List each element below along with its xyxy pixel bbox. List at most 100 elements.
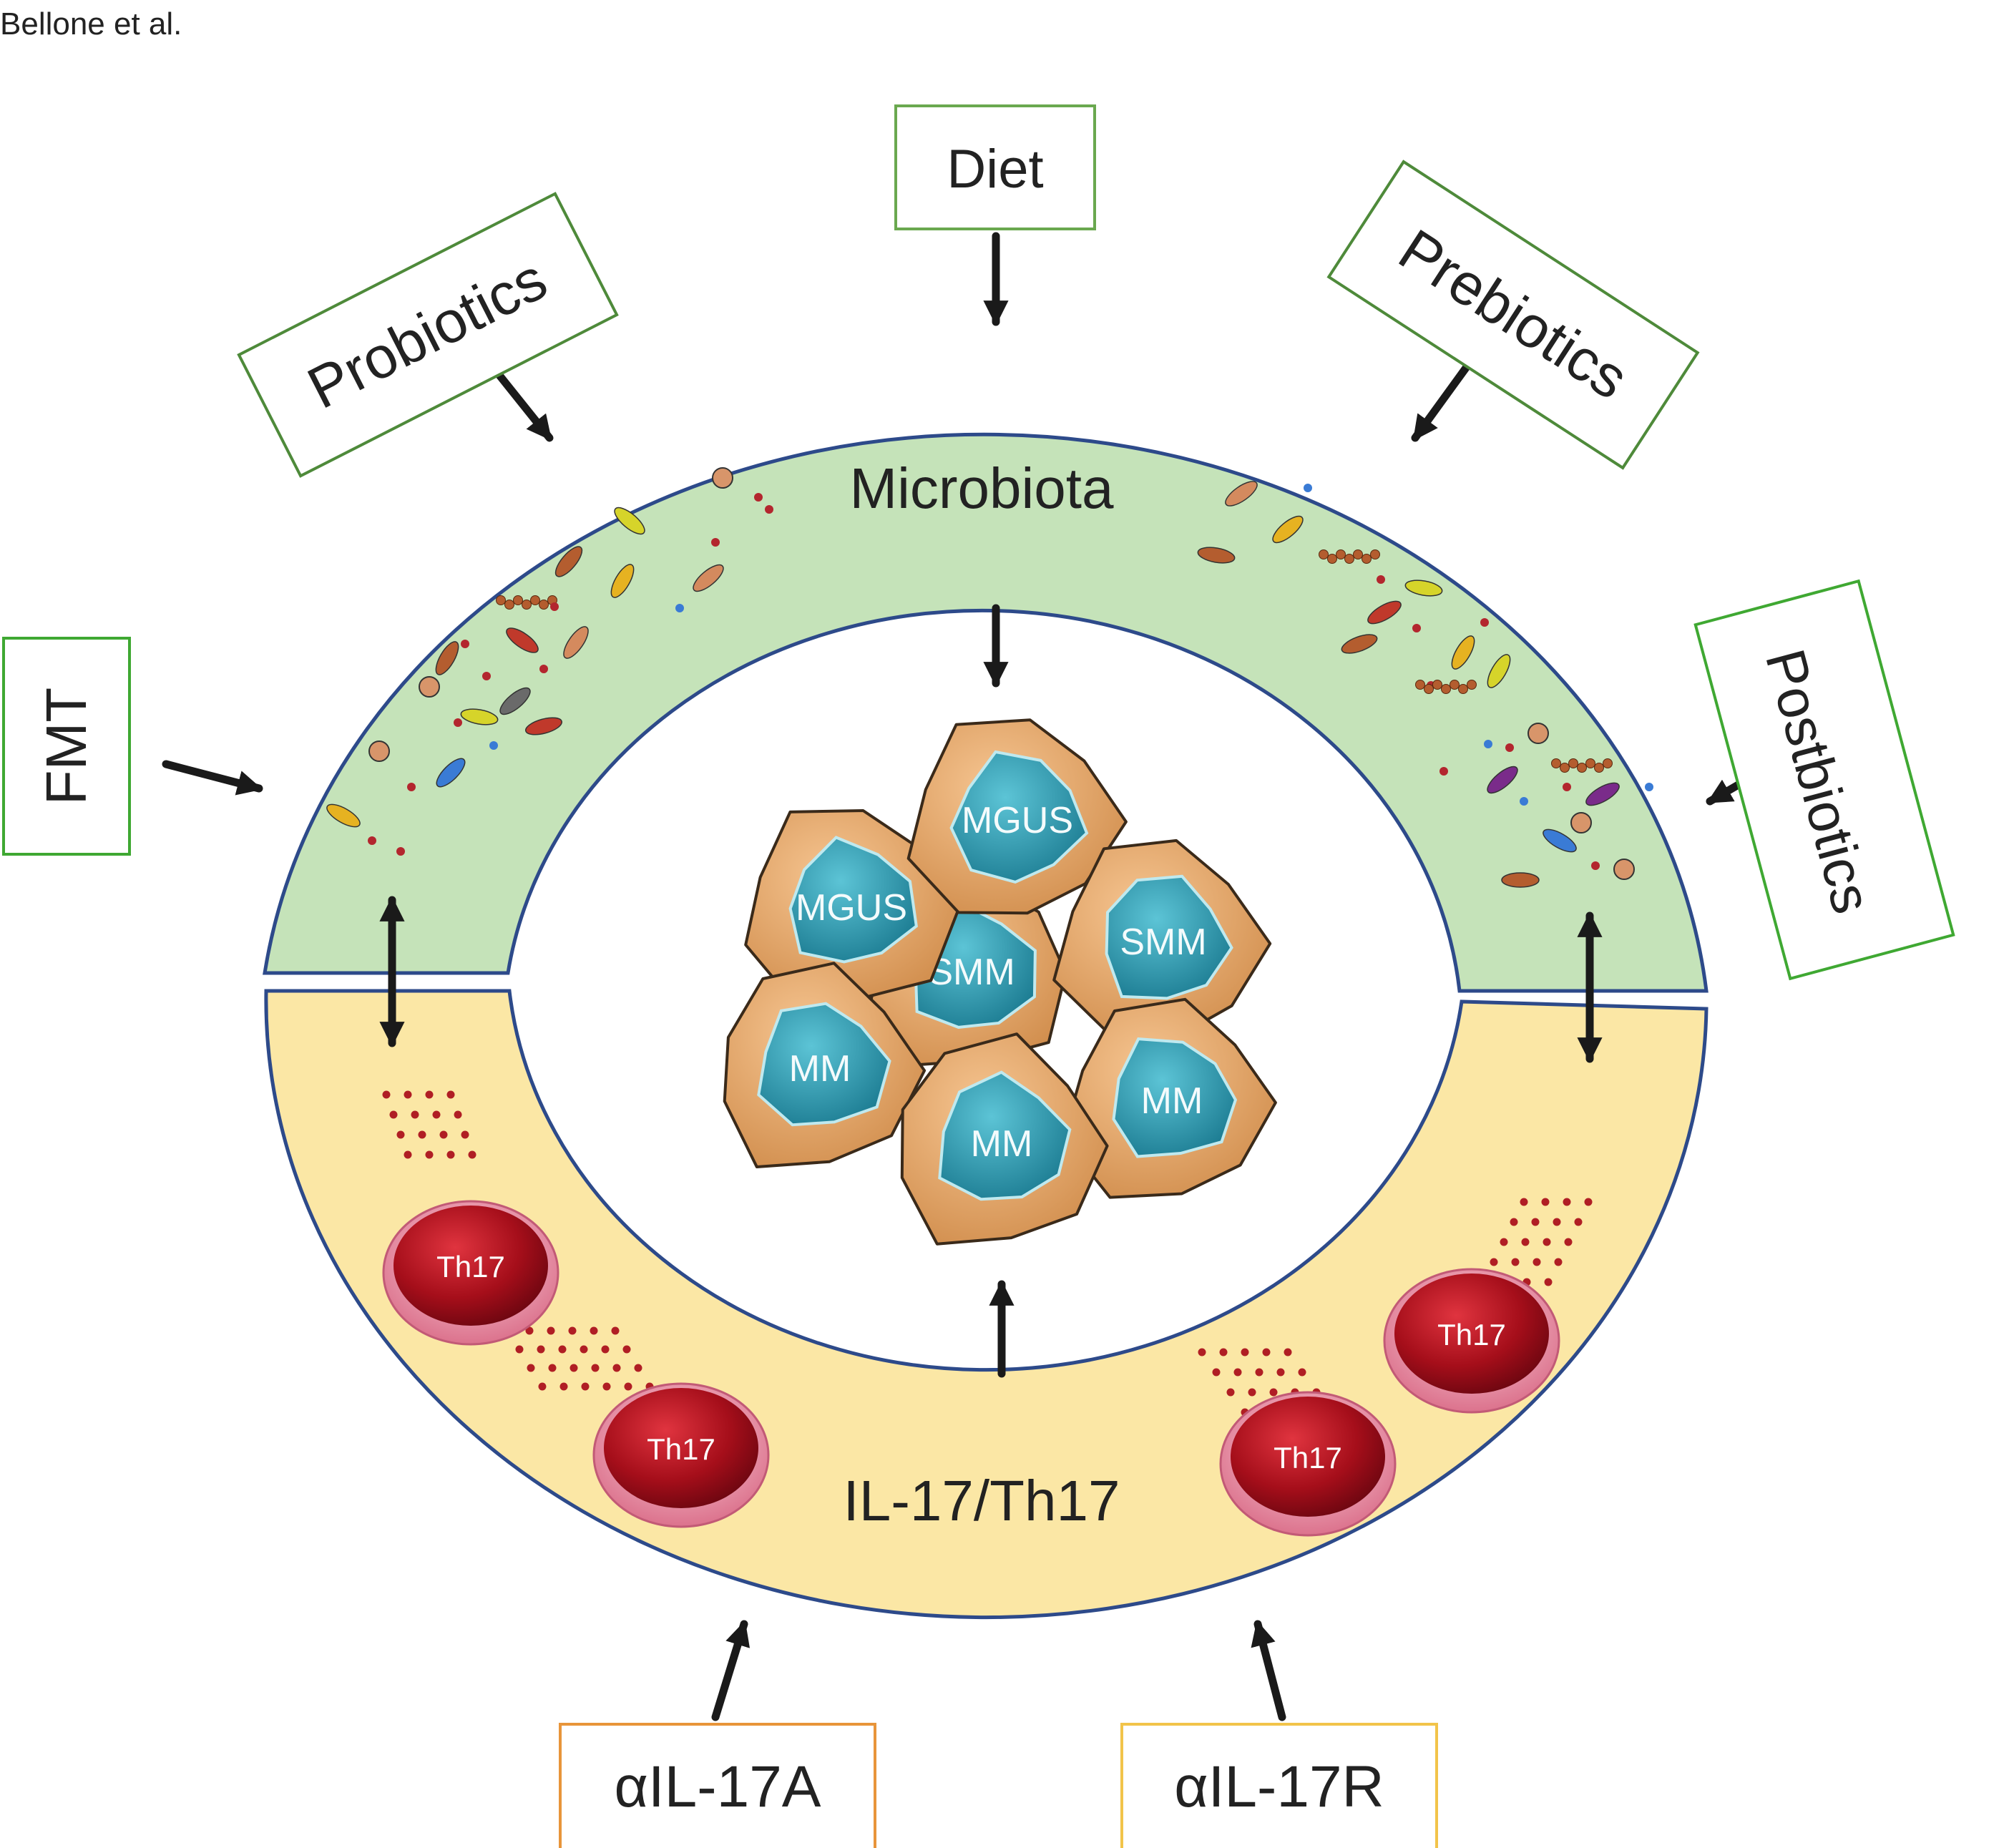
bacterium-rod bbox=[436, 758, 466, 788]
plasma-cell-mm: MM bbox=[900, 1032, 1109, 1246]
bacterium-rod bbox=[435, 641, 459, 675]
bacterium-coccus bbox=[1377, 575, 1385, 584]
bacterium-rod bbox=[1197, 547, 1236, 564]
cytokine-dot bbox=[1298, 1368, 1306, 1377]
bacterium-rod bbox=[1367, 600, 1402, 625]
bacterium-chain-link bbox=[1594, 763, 1604, 773]
cytokine-dot bbox=[1490, 1258, 1498, 1266]
cytokine-dot bbox=[538, 1382, 547, 1391]
cytokine-dot bbox=[581, 1382, 590, 1391]
box-diet: Diet bbox=[894, 104, 1096, 230]
bacterium-rod bbox=[506, 627, 539, 653]
cytokine-dot bbox=[1541, 1198, 1550, 1206]
author-label: Bellone et al. bbox=[0, 6, 182, 41]
anti-il17a-label: αIL-17A bbox=[614, 1754, 821, 1819]
bacterium-sphere bbox=[419, 676, 440, 698]
cytokine-dot bbox=[568, 1326, 577, 1335]
cytokine-dot bbox=[1233, 1368, 1242, 1377]
fmt-label: FMT bbox=[34, 688, 98, 805]
box-anti-il17a: αIL-17A bbox=[559, 1723, 876, 1848]
cytokine-dot bbox=[1255, 1368, 1263, 1377]
plasma-cell-label: SMM bbox=[1120, 921, 1206, 963]
bacterium-rod bbox=[1404, 580, 1443, 597]
cytokine-dot bbox=[558, 1345, 567, 1354]
cytokine-dot bbox=[446, 1150, 455, 1159]
cytokine-dot bbox=[622, 1345, 631, 1354]
cytokine-dot bbox=[1554, 1258, 1563, 1266]
bacterium-chain-link bbox=[530, 595, 540, 605]
bacterium-coccus bbox=[368, 836, 376, 845]
th17-cell: Th17 bbox=[592, 1382, 770, 1528]
bacterium-chain-link bbox=[1450, 680, 1460, 690]
cytokine-dot bbox=[1533, 1258, 1541, 1266]
cytokine-dot bbox=[527, 1364, 535, 1372]
cytokine-dot bbox=[634, 1364, 642, 1372]
cytokine-dot bbox=[1520, 1198, 1528, 1206]
cytokine-dot bbox=[1553, 1218, 1561, 1226]
cytokine-dot bbox=[439, 1130, 448, 1139]
cytokine-dot bbox=[1521, 1238, 1530, 1246]
bacterium-chain-link bbox=[1585, 758, 1595, 768]
bacterium-coccus bbox=[489, 741, 498, 750]
cytokine-dot bbox=[611, 1326, 620, 1335]
arrow-anti-il17a bbox=[711, 1620, 751, 1721]
cytokine-dot bbox=[418, 1130, 426, 1139]
bacterium-coccus bbox=[1645, 783, 1653, 791]
cytokine-dot bbox=[1284, 1348, 1292, 1356]
cytokine-dot bbox=[1212, 1368, 1221, 1377]
bacterium-coccus bbox=[539, 665, 548, 673]
arrows bbox=[162, 232, 1793, 1721]
arrow-prebiotics bbox=[1411, 361, 1472, 442]
bacterium-chain-link bbox=[522, 600, 532, 610]
cytokine-dot bbox=[559, 1382, 568, 1391]
bacterium-chain-link bbox=[1362, 554, 1372, 564]
bacterium-chain-link bbox=[1370, 549, 1380, 559]
box-prebiotics: Prebiotics bbox=[1326, 160, 1700, 470]
bacterium-coccus bbox=[1520, 797, 1528, 806]
microbiota-label: Microbiota bbox=[849, 456, 1114, 520]
bacterium-rod bbox=[1487, 766, 1518, 794]
bacterium-coccus bbox=[711, 538, 720, 547]
cytokine-dot bbox=[1262, 1348, 1271, 1356]
bacterium-coccus bbox=[675, 604, 684, 612]
cytokine-dot bbox=[525, 1326, 534, 1335]
bacterium-chain-link bbox=[496, 595, 506, 605]
plasma-cell-label: MGUS bbox=[962, 800, 1073, 841]
bacterium-chain-link bbox=[513, 595, 523, 605]
cytokine-dot bbox=[580, 1345, 588, 1354]
cytokine-dot bbox=[1544, 1278, 1553, 1286]
cytokine-dot bbox=[612, 1364, 621, 1372]
th17-cell: Th17 bbox=[382, 1200, 559, 1346]
bacterium-rod bbox=[326, 803, 361, 828]
plasma-cell-nucleus bbox=[757, 1002, 891, 1127]
cytokine-dot bbox=[1510, 1218, 1518, 1226]
cytokine-dot bbox=[454, 1110, 462, 1119]
microbiota-bacteria bbox=[326, 467, 1653, 888]
bacterium-sphere bbox=[1613, 859, 1635, 880]
plasma-cell-nucleus bbox=[788, 836, 918, 964]
cytokine-dot bbox=[404, 1090, 412, 1099]
plasma-cell-label: SMM bbox=[928, 952, 1015, 993]
bacterium-rod bbox=[525, 717, 562, 735]
cytokine-dot bbox=[1241, 1348, 1249, 1356]
arrow-fmt bbox=[162, 760, 263, 796]
cytokine-dots bbox=[382, 1090, 1593, 1417]
diet-label: Diet bbox=[947, 139, 1043, 200]
bacterium-rod bbox=[610, 564, 635, 598]
cytokine-dot bbox=[411, 1110, 419, 1119]
bacterium-chain-link bbox=[1551, 758, 1561, 768]
bacterium-chain-link bbox=[1568, 758, 1578, 768]
bacterium-chain-link bbox=[1458, 684, 1468, 694]
box-postbiotics: Postbiotics bbox=[1693, 579, 1955, 981]
cytokine-dot bbox=[590, 1326, 598, 1335]
bacterium-chain-link bbox=[504, 600, 514, 610]
th17-cell-label: Th17 bbox=[647, 1432, 715, 1466]
cytokine-dot bbox=[1511, 1258, 1520, 1266]
bacterium-rod bbox=[563, 626, 589, 659]
cytokine-dot bbox=[601, 1345, 610, 1354]
plasma-cell-nucleus bbox=[938, 1070, 1072, 1201]
cytokine-dot bbox=[396, 1130, 405, 1139]
